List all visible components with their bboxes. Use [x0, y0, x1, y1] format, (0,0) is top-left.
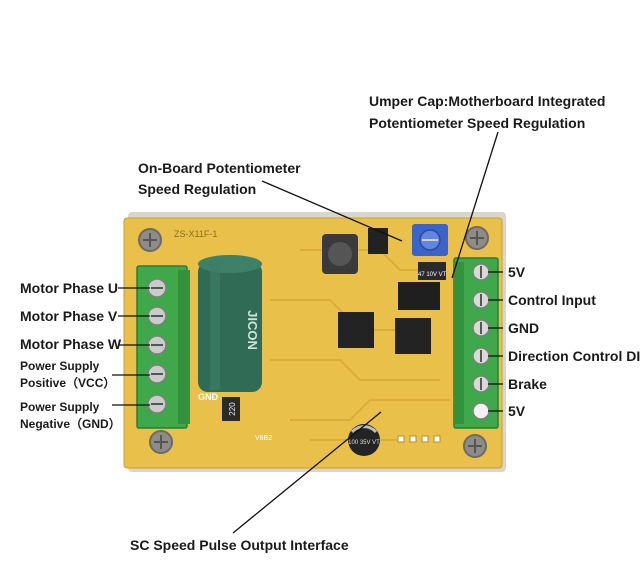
- leader-lines: [112, 131, 503, 534]
- silk-model: ZS-X11F-1: [174, 229, 217, 239]
- left-terminal-block: [136, 265, 190, 429]
- label-power-positive-1: Power Supply: [20, 359, 100, 373]
- pot-marking: 47 10V VT: [418, 272, 447, 278]
- right-terminal-block: [453, 257, 499, 429]
- label-pin-5v-top: 5V: [508, 264, 526, 280]
- ic-chips: [338, 228, 446, 354]
- label-motor-phase-w: Motor Phase W: [20, 336, 122, 352]
- label-power-negative-1: Power Supply: [20, 400, 100, 414]
- leader-sc: [232, 411, 382, 534]
- label-cap-2: Potentiometer Speed Regulation: [369, 115, 586, 131]
- label-pot-2: Speed Regulation: [138, 181, 257, 197]
- label-cap-1: Umper Cap:Motherboard Integrated: [369, 93, 606, 109]
- label-pin-gnd: GND: [508, 320, 540, 336]
- small-cap-marking: 100 35V VT: [348, 440, 380, 446]
- potentiometer: [412, 224, 448, 256]
- small-capacitor: 100 35V VT: [348, 424, 380, 456]
- leader-cap: [451, 131, 499, 279]
- inductor: [322, 234, 358, 274]
- resistor-marking: 220: [228, 402, 237, 416]
- label-pin-control-input: Control Input: [508, 292, 596, 308]
- label-pin-brake: Brake: [508, 376, 547, 392]
- label-sc-output: SC Speed Pulse Output Interface: [130, 537, 349, 553]
- label-motor-phase-u: Motor Phase U: [20, 280, 119, 296]
- capacitor-brand: JICON: [245, 310, 260, 350]
- resistor: 220: [222, 397, 240, 421]
- leader-pot: [261, 180, 403, 242]
- label-motor-phase-v: Motor Phase V: [20, 308, 118, 324]
- chip-marking: V8B2: [255, 435, 272, 442]
- header-pins: [397, 435, 441, 443]
- label-pot-1: On-Board Potentiometer: [138, 160, 301, 176]
- label-pin-direction: Direction Control DIR: [508, 348, 640, 364]
- label-pin-5v-bottom: 5V: [508, 403, 526, 419]
- label-power-negative-2: Negative（GND）: [20, 417, 121, 431]
- electrolytic-capacitor: JICON: [198, 255, 262, 392]
- label-power-positive-2: Positive（VCC）: [20, 376, 116, 390]
- silk-gnd: GND: [198, 392, 219, 402]
- mounting-holes: [138, 226, 489, 458]
